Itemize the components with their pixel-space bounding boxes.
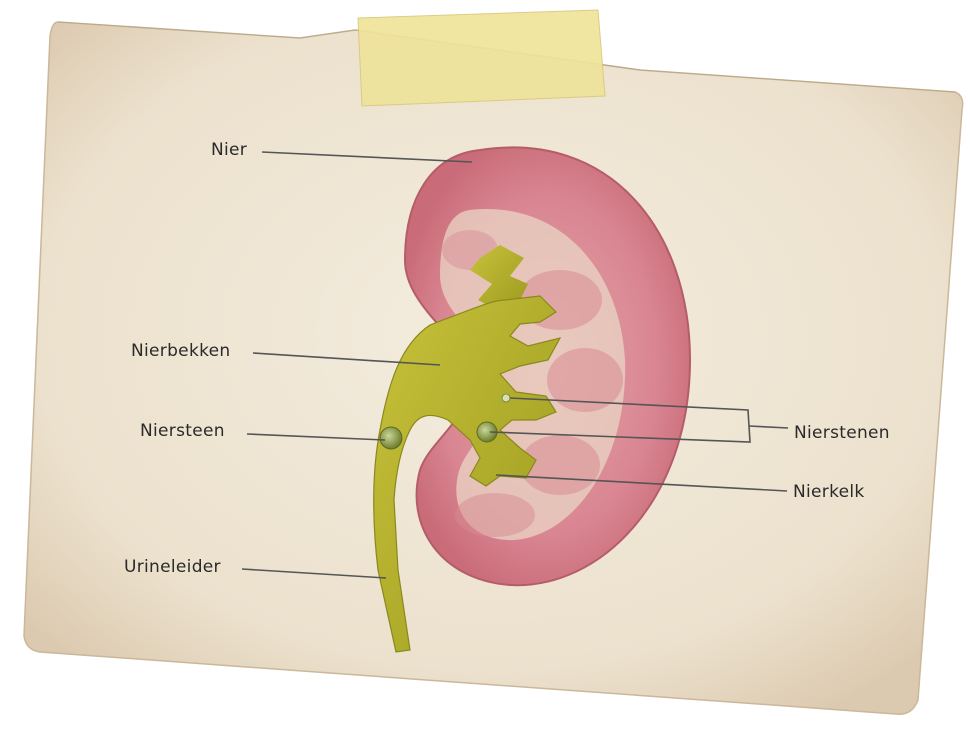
label-nierstenen: Nierstenen bbox=[794, 423, 890, 443]
label-nierbekken: Nierbekken bbox=[131, 341, 230, 361]
label-urineleider: Urineleider bbox=[124, 557, 221, 577]
tape-strip bbox=[358, 10, 605, 106]
label-nierkelk: Nierkelk bbox=[793, 482, 865, 502]
label-nier: Nier bbox=[211, 140, 247, 160]
label-niersteen: Niersteen bbox=[140, 421, 225, 441]
